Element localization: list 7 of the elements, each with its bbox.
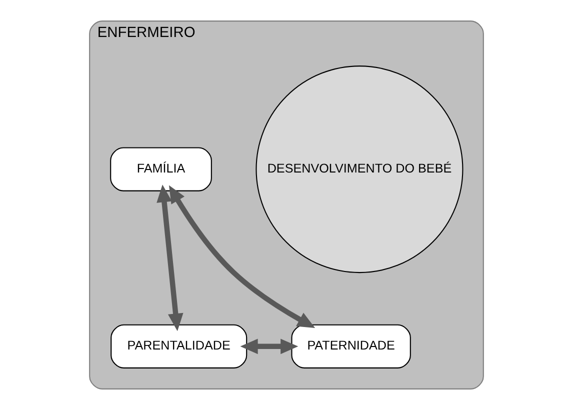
arrow	[168, 185, 315, 328]
node-circle: DESENVOLVIMENTO DO BEBÉ	[255, 66, 463, 274]
node-box: FAMÍLIA	[110, 147, 212, 192]
node-box: PATERNIDADE	[290, 324, 410, 368]
arrow	[156, 184, 183, 332]
arrow	[240, 338, 298, 354]
node-box: PARENTALIDADE	[110, 324, 247, 368]
